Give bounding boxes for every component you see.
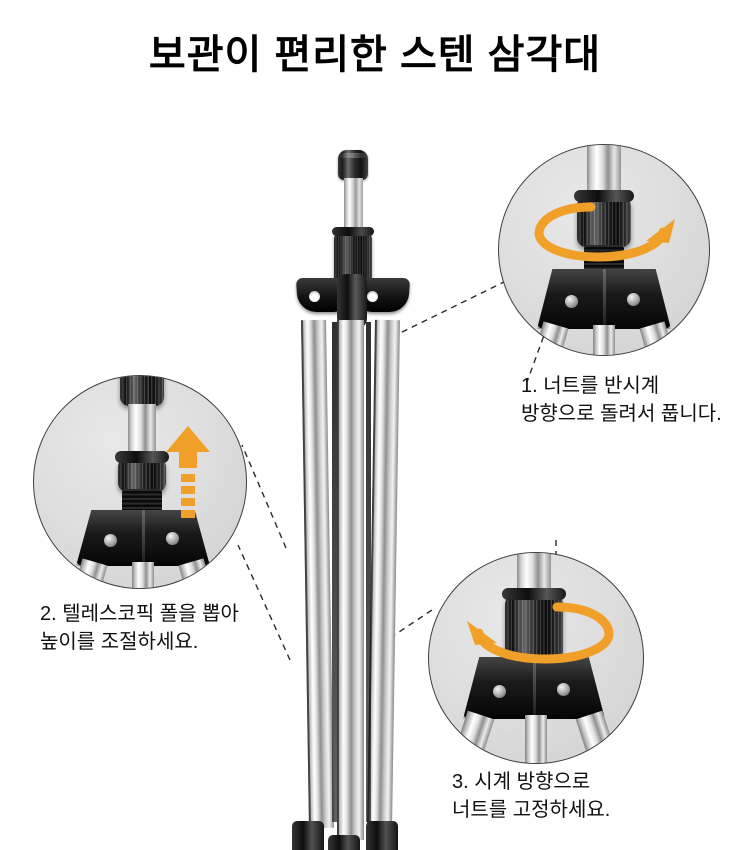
hub-hole: [309, 291, 320, 302]
magnified-lock-nut: [115, 451, 169, 492]
callout-3-caption: 3. 시계 방향으로 너트를 고정하세요.: [452, 771, 611, 822]
callout-1-circle: [498, 144, 710, 356]
callout-3-circle: [428, 552, 644, 764]
product-image: [262, 140, 462, 850]
page-title: 보관이 편리한 스텐 삼각대: [148, 33, 602, 77]
clockwise-rotation-arrow: [445, 595, 631, 671]
hub-rivet: [565, 295, 578, 308]
up-arrow-icon: [166, 426, 210, 518]
hub-rivet: [627, 293, 640, 306]
leg-gap: [332, 322, 337, 822]
leg: [301, 319, 334, 829]
magnified-hub: [537, 269, 671, 329]
callout-1-caption: 1. 너트를 반시계 방향으로 돌려서 풉니다.: [521, 375, 722, 426]
end-cap: [338, 150, 368, 180]
magnified-upper-nut: [120, 376, 164, 406]
tripod-legs: [262, 319, 462, 850]
magnified-leg: [593, 325, 615, 355]
hub-seam: [533, 657, 536, 719]
magnified-leg: [451, 710, 495, 763]
magnified-hub: [76, 510, 210, 566]
magnified-leg: [525, 715, 547, 763]
hub-rivet: [166, 532, 179, 545]
hub-seam: [142, 510, 145, 566]
telescopic-pole: [344, 178, 363, 238]
hub-rivet: [104, 534, 117, 547]
magnified-leg: [639, 321, 677, 355]
hub-hole: [367, 291, 378, 302]
hub-rivet: [493, 685, 506, 698]
callout-2-caption: 2. 텔레스코픽 폴을 뽑아 높이를 조절하세요.: [40, 603, 239, 654]
hub-seam: [603, 269, 606, 329]
magnified-leg: [132, 562, 154, 588]
magnified-hub: [463, 657, 605, 719]
hub-rivet: [557, 683, 570, 696]
counterclockwise-rotation-arrow: [513, 193, 703, 263]
callout-2-circle: [33, 375, 247, 589]
magnified-leg: [575, 710, 619, 763]
leg: [367, 319, 400, 829]
ground-spikes: [262, 815, 462, 850]
leg: [337, 320, 364, 840]
leg-gap: [366, 322, 371, 822]
